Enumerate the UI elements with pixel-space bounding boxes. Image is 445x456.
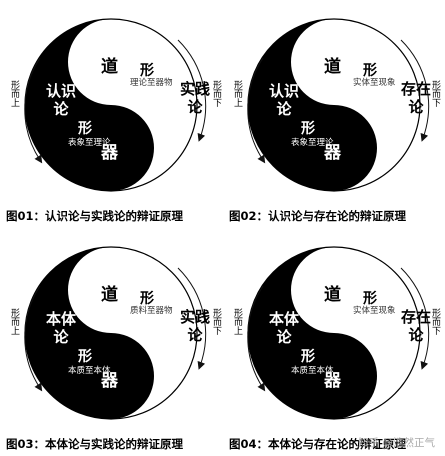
right-arc-arrow [177, 39, 207, 142]
right-arc-label: 形而下 [211, 80, 221, 107]
right-label-text: 实践论 [179, 80, 210, 116]
figure-caption: 图04：本体论与存在论的辩证原理 [229, 437, 407, 451]
left-label-text: 本体论 [268, 310, 299, 346]
right-arc-label: 形而下 [430, 308, 440, 335]
right-arc-label: 形而下 [430, 80, 440, 107]
yin-yang-diagram [247, 246, 430, 420]
diagram-panel-4: 道 器 本体论 存在论 形 实体至现象 形 本质至本体 形而上 形而下 图04：… [223, 228, 445, 456]
diagram-panel-2: 道 器 认识论 存在论 形 实体至现象 形 表象至理论 形而上 形而下 图02：… [223, 0, 445, 228]
left-label-text: 本体论 [45, 310, 76, 346]
white-dot [93, 44, 129, 80]
diagram-panel-3: 道 器 本体论 实践论 形 质料至器物 形 本质至本体 形而上 形而下 图03：… [0, 228, 222, 456]
left-label: 本体论 [44, 310, 78, 346]
diagram-panel-1: 道 器 认识论 实践论 形 理论至器物 形 表象至理论 形而上 形而下 图01：… [0, 0, 222, 228]
left-label: 认识论 [44, 82, 78, 118]
lower-form: 形 [78, 349, 92, 365]
top-black-char: 道 [101, 285, 118, 305]
upper-sub: 实体至现象 [353, 306, 396, 316]
left-label: 本体论 [267, 310, 301, 346]
upper-form: 形 [140, 63, 154, 79]
yin-yang-diagram [24, 18, 207, 192]
figure-caption: 图01：认识论与实践论的辩证原理 [6, 209, 184, 223]
yin-yang-diagram [24, 246, 207, 420]
left-arc-label: 形而上 [9, 80, 19, 107]
figure-caption: 图03：本体论与实践论的辩证原理 [6, 437, 184, 451]
right-label: 实践论 [178, 80, 212, 116]
left-label-text: 认识论 [45, 82, 76, 118]
left-label: 认识论 [267, 82, 301, 118]
top-black-char: 道 [324, 285, 341, 305]
upper-sub: 质料至器物 [130, 306, 173, 316]
lower-sub: 本质至本体 [291, 366, 334, 376]
upper-sub: 理论至器物 [130, 78, 173, 88]
right-label: 实践论 [178, 308, 212, 344]
lower-form: 形 [301, 121, 315, 137]
right-label-text: 存在论 [400, 308, 431, 344]
watermark: 知乎 @浩然正气 [358, 437, 435, 449]
black-dot [93, 130, 129, 166]
upper-form: 形 [363, 291, 377, 307]
top-black-char: 道 [324, 57, 341, 77]
upper-form: 形 [140, 291, 154, 307]
top-black-char: 道 [101, 57, 118, 77]
lower-form: 形 [301, 349, 315, 365]
left-arc-label: 形而上 [9, 308, 19, 335]
lower-sub: 表象至理论 [68, 138, 111, 148]
lower-form: 形 [78, 121, 92, 137]
right-arc-label: 形而下 [211, 308, 221, 335]
upper-form: 形 [363, 63, 377, 79]
bottom-white-char: 器 [101, 143, 118, 163]
bottom-white-char: 器 [101, 371, 118, 391]
bottom-white-char: 器 [324, 371, 341, 391]
yin-yang-diagram [247, 18, 430, 192]
lower-sub: 表象至理论 [291, 138, 334, 148]
figure-caption: 图02：认识论与存在论的辩证原理 [229, 209, 407, 223]
left-arc-label: 形而上 [232, 80, 242, 107]
right-label: 存在论 [399, 80, 433, 116]
right-label: 存在论 [399, 308, 433, 344]
right-label-text: 存在论 [400, 80, 431, 116]
left-label-text: 认识论 [268, 82, 299, 118]
upper-sub: 实体至现象 [353, 78, 396, 88]
left-arc-arrow [24, 57, 43, 164]
right-label-text: 实践论 [179, 308, 210, 344]
lower-sub: 本质至本体 [68, 366, 111, 376]
left-arc-label: 形而上 [232, 308, 242, 335]
bottom-white-char: 器 [324, 143, 341, 163]
